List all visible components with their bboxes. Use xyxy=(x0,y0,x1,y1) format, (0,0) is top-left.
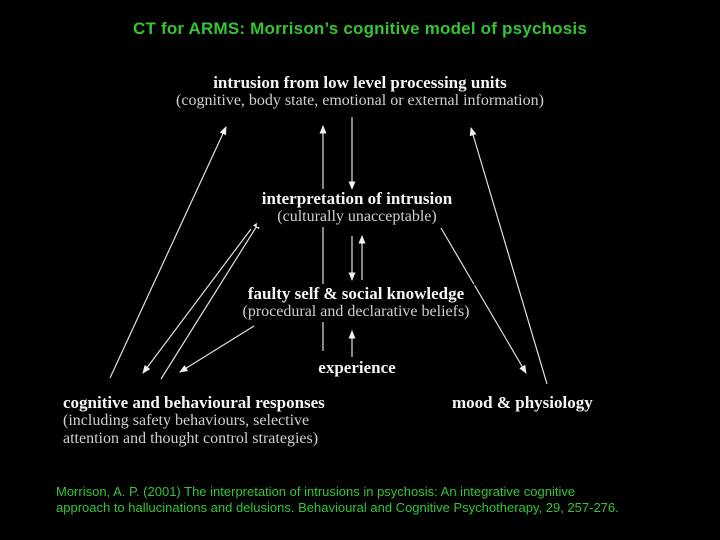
arrow-faulty-to-responses xyxy=(179,325,255,373)
arrow-interpretation-to-responses xyxy=(142,228,252,374)
arrow-responses-to-intrusion xyxy=(109,126,227,379)
node-faulty-subtext: (procedural and declarative beliefs) xyxy=(242,303,470,320)
node-responses-subtext-line2: attention and thought control strategies… xyxy=(63,430,319,447)
node-intrusion-subtext: (cognitive, body state, emotional or ext… xyxy=(176,92,544,109)
node-experience: experience xyxy=(313,358,401,378)
node-experience-heading: experience xyxy=(318,358,396,377)
node-intrusion-heading: intrusion from low level processing unit… xyxy=(213,73,507,92)
node-mood-heading: mood & physiology xyxy=(452,393,593,412)
node-interpretation: interpretation of intrusion (culturally … xyxy=(256,189,458,227)
node-responses-subtext-line1: (including safety behaviours, selective xyxy=(63,412,310,429)
slide-title: CT for ARMS: Morrison’s cognitive model … xyxy=(132,19,588,38)
node-intrusion: intrusion from low level processing unit… xyxy=(171,73,549,111)
citation: Morrison, A. P. (2001) The interpretatio… xyxy=(56,484,619,516)
node-faulty-heading: faulty self & social knowledge xyxy=(247,284,465,303)
node-cognitive-behavioural-responses: cognitive and behavioural responses (inc… xyxy=(58,393,330,449)
node-interpretation-subtext: (culturally unacceptable) xyxy=(277,208,437,225)
arrow-mood-to-intrusion xyxy=(469,127,548,385)
node-faulty-self-social-knowledge: faulty self & social knowledge (procedur… xyxy=(237,284,475,322)
citation-line-2: approach to hallucinations and delusions… xyxy=(56,500,619,515)
node-interpretation-heading: interpretation of intrusion xyxy=(261,189,453,208)
citation-line-1: Morrison, A. P. (2001) The interpretatio… xyxy=(56,484,576,499)
arrow-responses-to-interpretation xyxy=(160,220,261,380)
node-mood-physiology: mood & physiology xyxy=(447,393,598,413)
arrow-interpretation-to-mood xyxy=(440,227,527,374)
node-responses-heading: cognitive and behavioural responses xyxy=(63,393,325,412)
